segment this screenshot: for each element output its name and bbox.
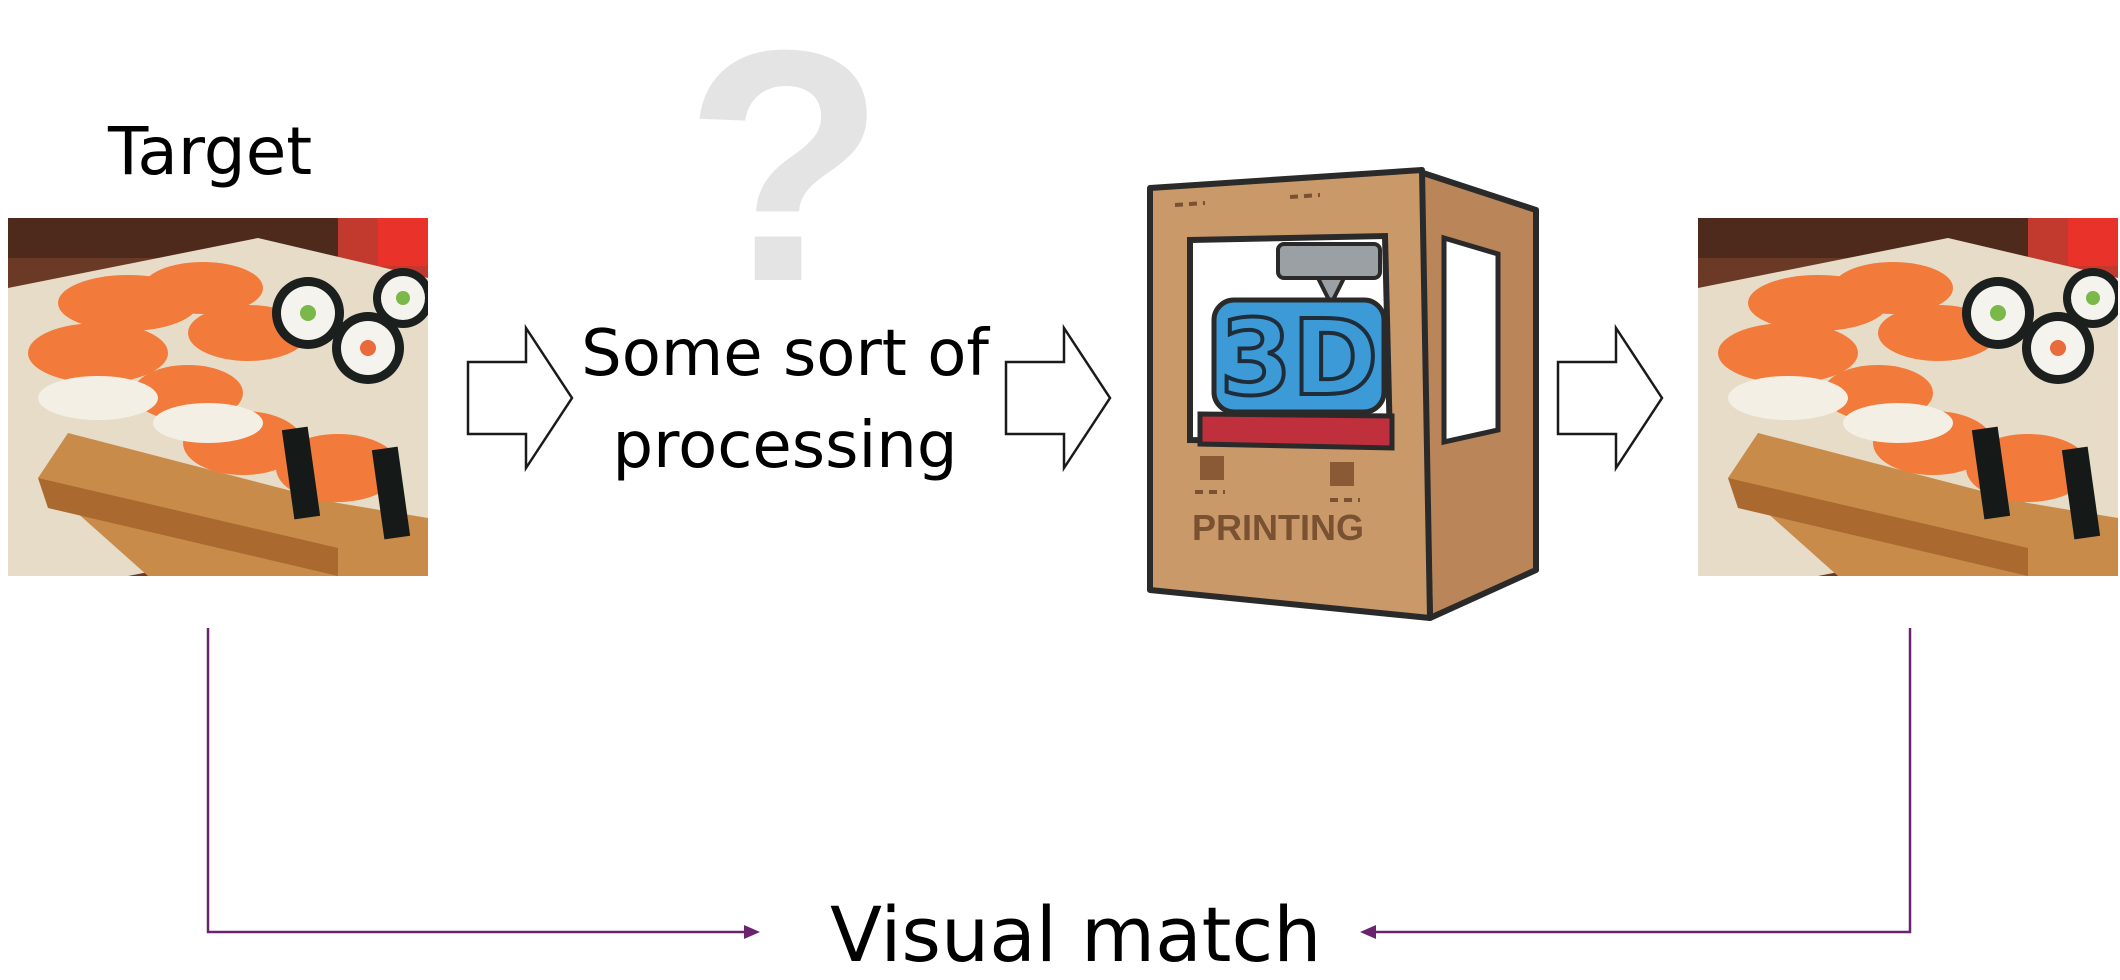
processing-label: Some sort of processing	[581, 317, 989, 483]
left-connector	[206, 628, 748, 934]
arrowhead-right-icon	[744, 925, 760, 939]
arrowhead-left-icon	[1360, 925, 1376, 939]
svg-text:3D: 3D	[1220, 297, 1379, 419]
block-arrow-right-icon	[466, 326, 574, 470]
right-connector	[1372, 628, 1912, 934]
target-label: Target	[108, 113, 313, 190]
3d-logo: 3D	[1211, 295, 1387, 421]
result-photo	[1698, 218, 2118, 576]
question-mark-icon: ?	[684, 0, 886, 350]
svg-text:PRINTING: PRINTING	[1192, 507, 1364, 548]
target-photo	[8, 218, 428, 576]
block-arrow-right-icon	[1004, 326, 1112, 470]
3d-printer-icon: 3D PRINTING	[1147, 167, 1539, 621]
block-arrow-right-icon	[1556, 326, 1664, 470]
visual-match-label: Visual match	[830, 890, 1322, 979]
